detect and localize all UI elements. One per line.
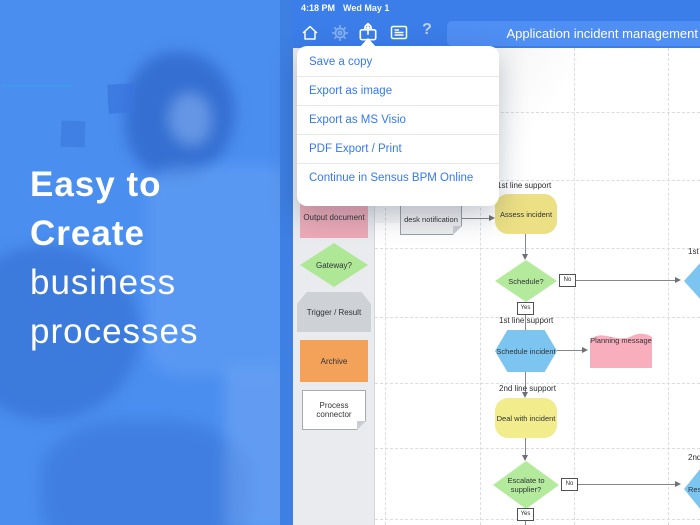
hero-photo-sticky-note [60, 120, 86, 148]
grid-line [375, 383, 700, 384]
palette-trigger-result[interactable]: Trigger / Result [297, 292, 371, 332]
lane-label: 1st line support [497, 181, 552, 190]
palette-gateway[interactable]: Gateway? [300, 243, 368, 287]
arrowhead-icon [675, 481, 681, 487]
hero-photo-face [168, 92, 212, 146]
connector [577, 484, 675, 485]
lane-label-truncated: 2nd [688, 453, 700, 462]
lane-label: 2nd line support [499, 384, 556, 393]
grid-line [375, 112, 700, 113]
status-time: 4:18 PM [301, 3, 336, 13]
node-label: Res [688, 484, 700, 494]
node-clipped-right-bottom[interactable]: Res [684, 468, 700, 510]
connector [525, 302, 526, 330]
grid-line [375, 180, 700, 181]
connector [525, 372, 526, 392]
palette-label: Archive [320, 356, 348, 366]
gear-icon[interactable] [331, 24, 349, 42]
headline-line-1: Easy to [30, 165, 162, 204]
node-assess-incident[interactable]: Assess incident [495, 194, 557, 234]
arrowhead-icon [582, 347, 588, 353]
arrowhead-icon [522, 392, 528, 398]
node-label: desk notification [404, 214, 458, 224]
connector [462, 218, 489, 219]
grid-line [375, 248, 700, 249]
diagram-title-field[interactable]: Application incident management [447, 21, 700, 46]
menu-item-save-a-copy[interactable]: Save a copy [297, 48, 499, 77]
palette-label: Process connector [316, 401, 352, 419]
connector [525, 234, 526, 255]
headline-line-3: business [30, 263, 177, 302]
node-label: Assess incident [499, 209, 553, 219]
connector [557, 350, 582, 351]
ios-status-bar: 4:18 PM Wed May 1 [301, 3, 389, 13]
hero-panel: Easy to Create business processes [0, 0, 293, 525]
arrowhead-icon [522, 455, 528, 461]
palette-label: Gateway? [315, 260, 353, 270]
decision-no-tag[interactable]: No [559, 274, 576, 287]
arrowhead-icon [489, 215, 495, 221]
menu-item-continue-sensus-bpm-online[interactable]: Continue in Sensus BPM Online [309, 172, 474, 184]
help-icon[interactable]: ? [422, 21, 432, 38]
headline-line-4: processes [30, 312, 199, 351]
grid-line [375, 317, 700, 318]
lane-label: 1st line support [499, 316, 554, 325]
hero-photo-shirt [148, 165, 293, 375]
menu-item-pdf-export-print[interactable]: PDF Export / Print [297, 135, 499, 164]
hero-right-edge [280, 0, 293, 525]
node-deal-with-incident[interactable]: Deal with incident [495, 398, 557, 438]
menu-caret [359, 38, 377, 48]
status-date: Wed May 1 [343, 3, 390, 13]
menu-item-export-as-image[interactable]: Export as image [297, 77, 499, 106]
arrowhead-icon [522, 254, 528, 260]
node-label: Escalate to supplier? [507, 476, 545, 494]
grid-line [385, 48, 386, 525]
decision-no-tag[interactable]: No [561, 478, 578, 491]
grid-line [375, 448, 700, 449]
node-desk-notification[interactable]: desk notification [400, 203, 462, 235]
grid-line [668, 48, 669, 525]
connector [575, 280, 675, 281]
node-label: Schedule? [508, 276, 544, 286]
node-label: Planning message [590, 336, 652, 345]
node-schedule-incident[interactable]: Schedule incident [495, 330, 557, 372]
decision-yes-tag[interactable]: Yes [517, 508, 534, 521]
app-toolbar: 4:18 PM Wed May 1 [293, 0, 700, 48]
node-escalate-decision[interactable]: Escalate to supplier? [493, 461, 559, 509]
hero-photo-foreground2 [40, 420, 250, 525]
wavy-document-shape [590, 333, 652, 368]
arrowhead-icon [675, 277, 681, 283]
bpm-app-window: 4:18 PM Wed May 1 [293, 0, 700, 525]
home-icon[interactable] [301, 24, 319, 42]
node-label: Schedule incident [496, 346, 556, 356]
connector [525, 521, 526, 525]
node-planning-message[interactable]: Planning message [590, 328, 652, 368]
node-clipped-right-top[interactable] [684, 262, 700, 300]
node-label: Deal with incident [496, 413, 556, 423]
headline-line-2: Create [30, 214, 145, 253]
decision-yes-tag[interactable]: Yes [517, 302, 534, 315]
lane-label-truncated: 1st [688, 247, 699, 256]
hero-photo-sticky-note [107, 83, 136, 114]
palette-label: Trigger / Result [306, 307, 362, 317]
hero-headline: Easy to Create business processes [30, 160, 199, 356]
grid-line [375, 519, 700, 520]
connector [525, 438, 526, 455]
export-dropdown-menu: Save a copy Export as image Export as MS… [297, 46, 499, 206]
node-schedule-decision[interactable]: Schedule? [495, 260, 557, 302]
palette-label: Output document [303, 212, 365, 222]
palette-archive[interactable]: Archive [300, 340, 368, 382]
grid-line [480, 48, 481, 525]
menu-item-export-as-ms-visio[interactable]: Export as MS Visio [297, 106, 499, 135]
cards-icon[interactable] [390, 25, 408, 43]
hero-photo-whiteboard-line [3, 85, 72, 87]
palette-process-connector[interactable]: Process connector [302, 390, 366, 430]
